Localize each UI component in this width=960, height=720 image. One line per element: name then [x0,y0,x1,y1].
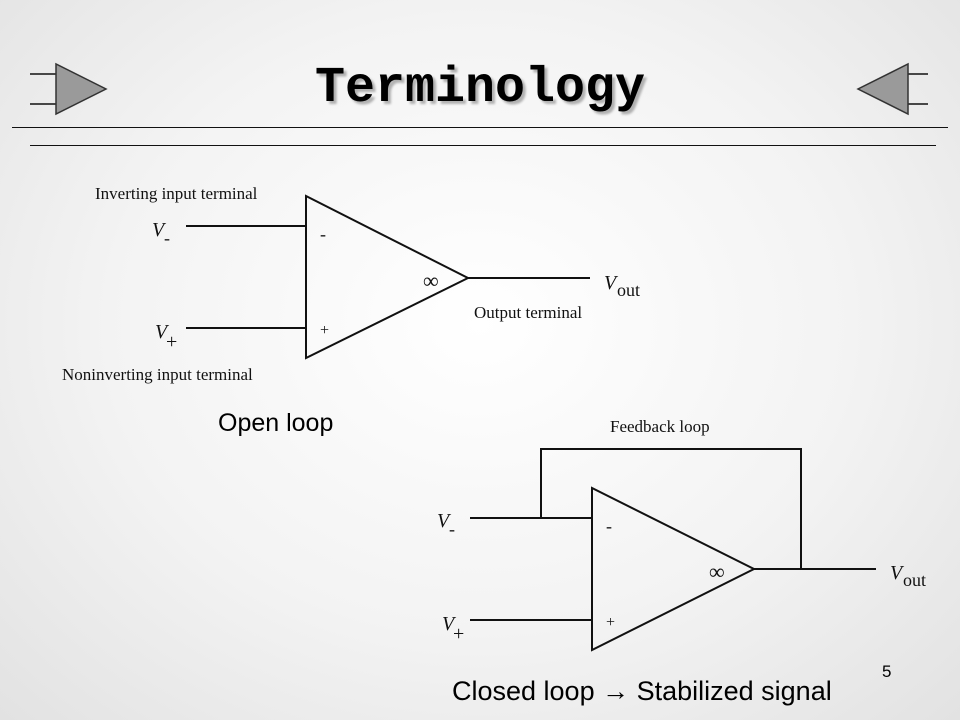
feedback-loop-label: Feedback loop [610,417,710,436]
closed-opamp-triangle [591,486,757,652]
open-v-minus-subscript: - [164,228,170,248]
open-plus-sign: + [320,322,329,339]
open-loop-caption: Open loop [218,409,334,437]
feedback-loop-wire [540,448,802,569]
inverting-input-label: Inverting input terminal [95,184,258,203]
title-rule-bottom [30,145,936,146]
open-v-out-subscript: out [617,280,640,300]
slide-title: Terminology [314,60,646,117]
closed-plus-sign: + [606,614,615,631]
closed-loop-caption: Closed loop → Stabilized signal [452,676,832,706]
noninverting-input-label: Noninverting input terminal [62,365,253,384]
previous-arrow-icon[interactable] [830,62,940,122]
closed-v-out-subscript: out [903,570,926,590]
closed-minus-sign: - [606,516,612,536]
output-terminal-label: Output terminal [474,303,582,322]
open-infinity-sign: ∞ [423,268,439,293]
open-v-plus-label: V [155,321,170,343]
open-v-out-label: V [604,272,619,294]
closed-v-out-label: V [890,562,905,584]
open-opamp-triangle [305,194,471,360]
closed-v-minus-subscript: - [449,519,455,539]
closed-v-minus-label: V [437,510,452,532]
closed-infinity-sign: ∞ [709,559,725,584]
closed-v-plus-subscript: + [453,623,464,645]
page-number: 5 [882,662,892,681]
next-arrow-icon[interactable] [30,62,140,122]
open-v-minus-label: V [152,219,167,241]
closed-v-plus-label: V [442,613,457,635]
open-minus-sign: - [320,224,326,244]
open-v-plus-subscript: + [166,331,177,353]
title-rule-top [12,127,948,128]
